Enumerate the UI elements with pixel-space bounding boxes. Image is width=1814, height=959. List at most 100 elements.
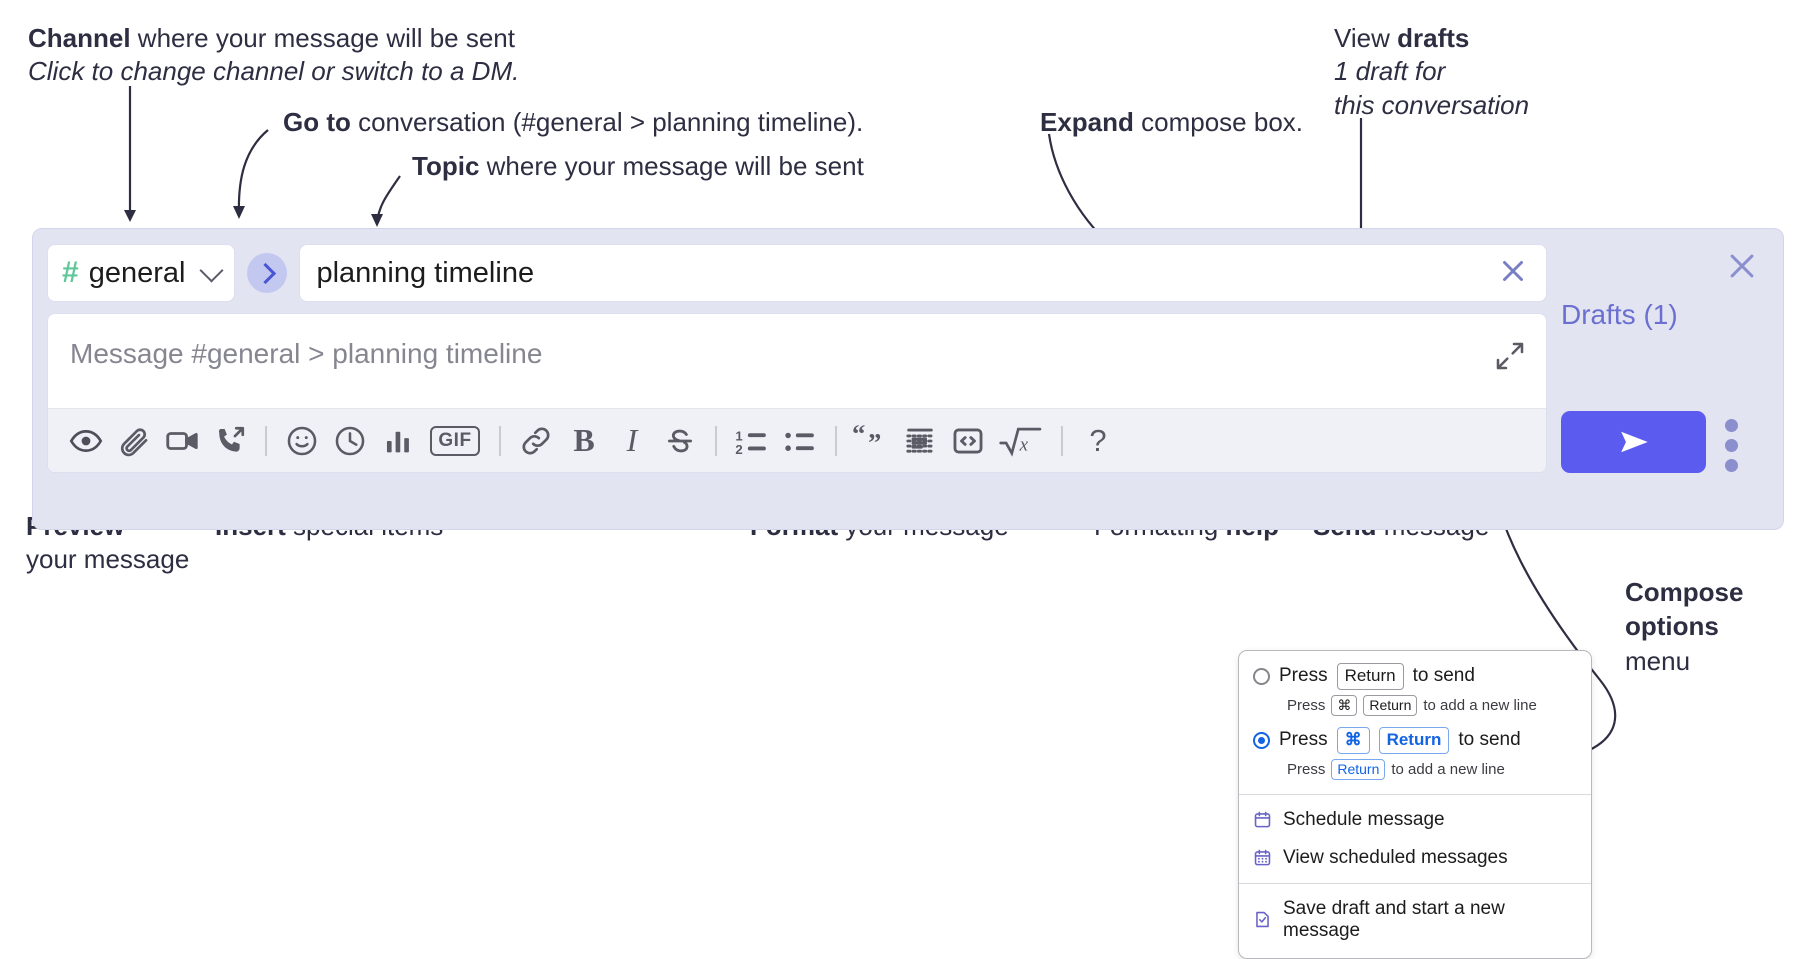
calendar-icon [1253, 810, 1272, 829]
svg-text:”: ” [868, 427, 881, 457]
strikethrough-icon[interactable] [656, 417, 704, 465]
clear-topic-icon[interactable] [1496, 254, 1530, 293]
toolbar-divider [715, 425, 717, 456]
opt2-pre: Press [1279, 729, 1328, 751]
menu-item-label: Save draft and start a new message [1283, 897, 1505, 941]
toolbar-divider [1061, 425, 1063, 456]
menu-item-schedule-message[interactable]: Schedule message [1239, 801, 1591, 839]
toolbar-divider [499, 425, 501, 456]
emoji-icon[interactable] [278, 417, 326, 465]
bold-label: B [573, 422, 595, 458]
compose-inner: # general planning timeline Message #gen… [47, 243, 1547, 473]
send-option-return[interactable]: Press Return to send [1253, 663, 1577, 690]
annotation-goto-bold: Go to [283, 107, 351, 137]
send-shortcut-options: Press Return to send Press ⌘ Return to a… [1239, 651, 1591, 794]
annotation-expand: Expand compose box. [1040, 106, 1303, 139]
help-icon[interactable]: ? [1074, 417, 1122, 465]
close-icon[interactable] [1725, 249, 1759, 288]
send-option-return-sub: Press ⌘ Return to add a new line [1287, 694, 1577, 716]
message-input-box[interactable]: Message #general > planning timeline [47, 313, 1547, 473]
svg-text:“: “ [852, 424, 865, 448]
annotation-preview-rest: your message [26, 544, 190, 575]
send-arrow-icon [1620, 431, 1648, 453]
annotation-topic-bold: Topic [412, 151, 480, 181]
compose-options-button[interactable] [1725, 419, 1738, 472]
send-option-cmd-return-sub: Press Return to add a new line [1287, 758, 1577, 780]
inline-code-icon[interactable] [944, 417, 992, 465]
schedule-group: Schedule message View scheduled messages [1239, 795, 1591, 883]
clock-icon[interactable] [326, 417, 374, 465]
kebab-dot [1725, 439, 1738, 452]
opt2-sub-key: Return [1331, 758, 1386, 780]
gif-icon[interactable]: GIF [422, 417, 488, 465]
annotation-drafts-bold: drafts [1397, 23, 1470, 53]
expand-icon[interactable] [1494, 340, 1526, 377]
menu-divider [1239, 882, 1591, 884]
opt2-key2: Return [1378, 726, 1450, 754]
italic-icon[interactable]: I [608, 417, 656, 465]
poll-icon[interactable] [374, 417, 422, 465]
send-button[interactable] [1561, 411, 1706, 473]
compose-options-menu: Press Return to send Press ⌘ Return to a… [1238, 650, 1592, 959]
radio-return[interactable] [1253, 667, 1270, 685]
annotation-channel-italic: Click to change channel or switch to a D… [28, 56, 520, 87]
svg-text:2: 2 [735, 442, 742, 457]
topic-field[interactable]: planning timeline [299, 244, 1547, 302]
annotation-co-bold2: options [1625, 611, 1719, 642]
channel-selector[interactable]: # general [47, 244, 236, 302]
toolbar-divider [265, 425, 267, 456]
code-block-icon[interactable] [896, 417, 944, 465]
kebab-dot [1725, 459, 1738, 472]
svg-text:x: x [1019, 434, 1029, 455]
goto-conversation-button[interactable] [247, 253, 288, 293]
opt1-key: Return [1336, 663, 1404, 690]
bulleted-list-icon[interactable] [776, 417, 824, 465]
send-option-cmd-return[interactable]: Press ⌘ Return to send [1253, 726, 1577, 754]
attachment-icon[interactable] [110, 417, 158, 465]
opt1-sub-key1: ⌘ [1331, 694, 1358, 716]
video-icon[interactable] [158, 417, 206, 465]
draft-group: Save draft and start a new message [1239, 884, 1591, 958]
opt2-sub-pre: Press [1287, 760, 1326, 778]
menu-divider [1239, 793, 1591, 795]
annotation-goto-rest: conversation (#general > planning timeli… [350, 107, 864, 137]
phone-forward-icon[interactable] [206, 417, 254, 465]
radio-cmd-return[interactable] [1253, 731, 1270, 749]
calendar-grid-icon [1253, 848, 1272, 867]
compose-panel: # general planning timeline Message #gen… [32, 228, 1784, 530]
annotation-drafts-plain: View [1334, 23, 1398, 53]
link-icon[interactable] [512, 417, 560, 465]
annotation-channel-rest: where your message will be sent [130, 23, 515, 53]
bold-icon[interactable]: B [560, 417, 608, 465]
channel-name: general [88, 256, 186, 289]
hash-icon: # [62, 256, 79, 289]
menu-item-label: Schedule message [1283, 808, 1445, 830]
italic-label: I [626, 422, 638, 458]
annotation-expand-bold: Expand [1040, 107, 1134, 137]
menu-item-label: View scheduled messages [1283, 846, 1508, 868]
blockquote-icon[interactable]: “” [848, 417, 896, 465]
help-label: ? [1089, 422, 1107, 458]
opt2-key1: ⌘ [1336, 726, 1370, 754]
opt1-sub-key2: Return [1363, 694, 1418, 716]
svg-text:1: 1 [735, 428, 742, 443]
annotation-topic: Topic where your message will be sent [412, 150, 864, 183]
drafts-link[interactable]: Drafts (1) [1561, 299, 1678, 330]
preview-icon[interactable] [62, 417, 110, 465]
message-placeholder: Message #general > planning timeline [70, 338, 543, 369]
toolbar-divider [835, 425, 837, 456]
annotation-drafts-line2: 1 draft for [1334, 56, 1446, 87]
menu-item-view-scheduled-messages[interactable]: View scheduled messages [1239, 839, 1591, 877]
kebab-dot [1725, 419, 1738, 432]
annotation-compose-options: Compose options menu [1625, 575, 1743, 678]
opt2-post: to send [1458, 729, 1521, 751]
compose-right-rail: Drafts (1) [1533, 229, 1783, 529]
menu-item-save-draft[interactable]: Save draft and start a new message [1239, 890, 1591, 950]
annotation-co-bold1: Compose [1625, 577, 1744, 607]
opt1-sub-pre: Press [1287, 696, 1326, 714]
opt1-post: to send [1412, 665, 1475, 687]
chevron-down-icon [199, 257, 224, 283]
math-icon[interactable]: x [992, 417, 1050, 465]
